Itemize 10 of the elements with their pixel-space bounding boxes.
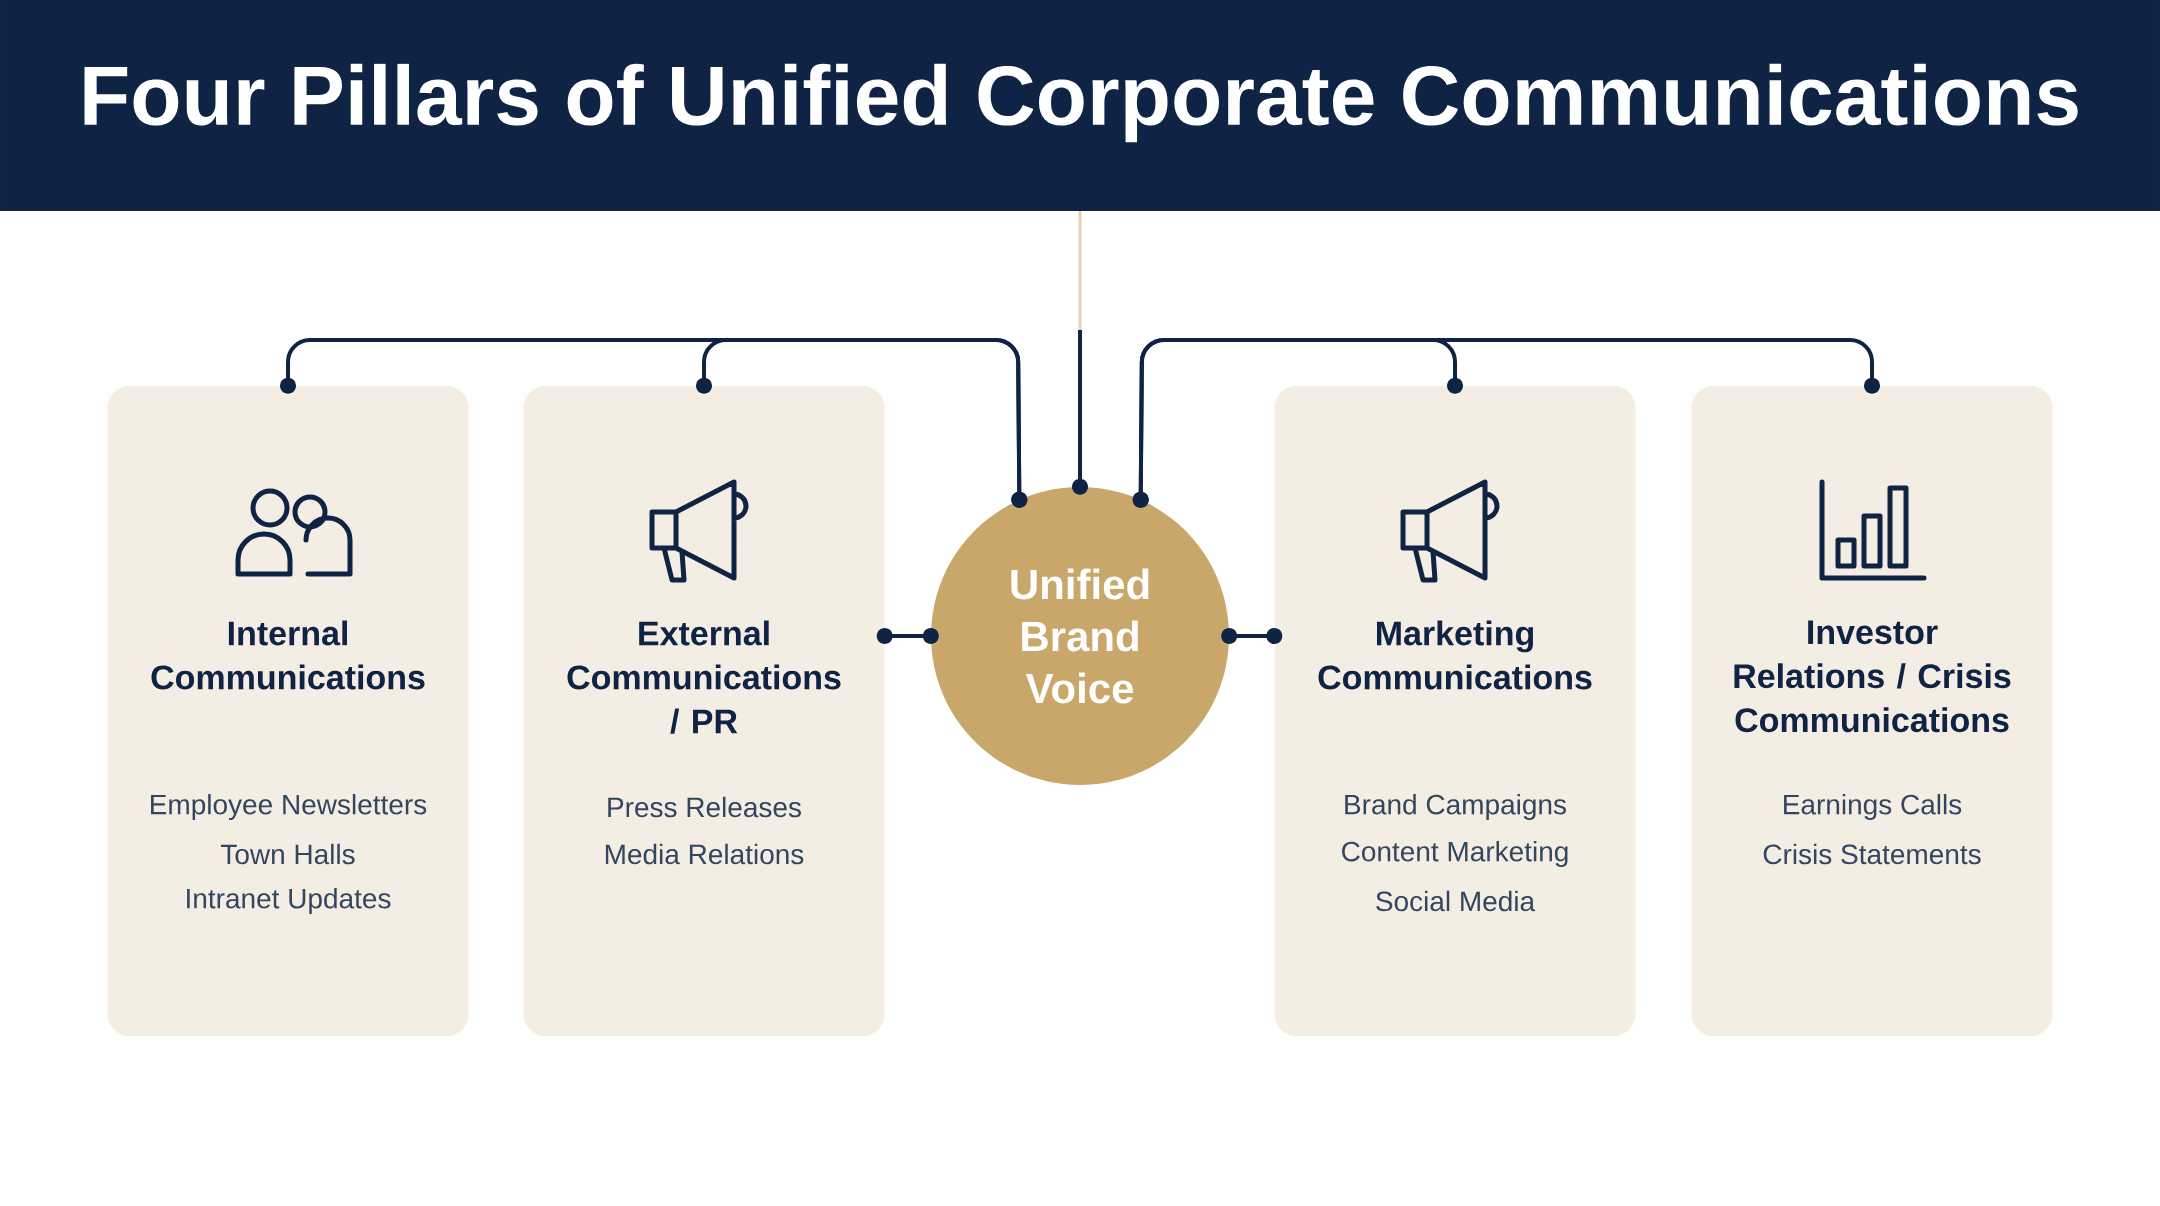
- pillar-card: Internal Communications Employee Newsletters Town Halls Intranet Updates: [107, 386, 469, 1036]
- connector: [1132, 338, 1880, 508]
- header-band: Four Pillars of Unified Corporate Communications: [0, 0, 2160, 211]
- connector: [696, 338, 1028, 508]
- pillar-card: Marketing Communications Brand Campaigns Content Marketing Social Media: [1274, 386, 1636, 1036]
- pillar-card: External Communications / PR Press Releases Media Relations: [523, 386, 885, 1036]
- connector: [876, 628, 939, 644]
- connector: [1221, 628, 1283, 644]
- pillar-card: Investor Relations / Crisis Communications Earnings Calls Crisis Statements: [1691, 386, 2053, 1036]
- connector: [1072, 330, 1088, 495]
